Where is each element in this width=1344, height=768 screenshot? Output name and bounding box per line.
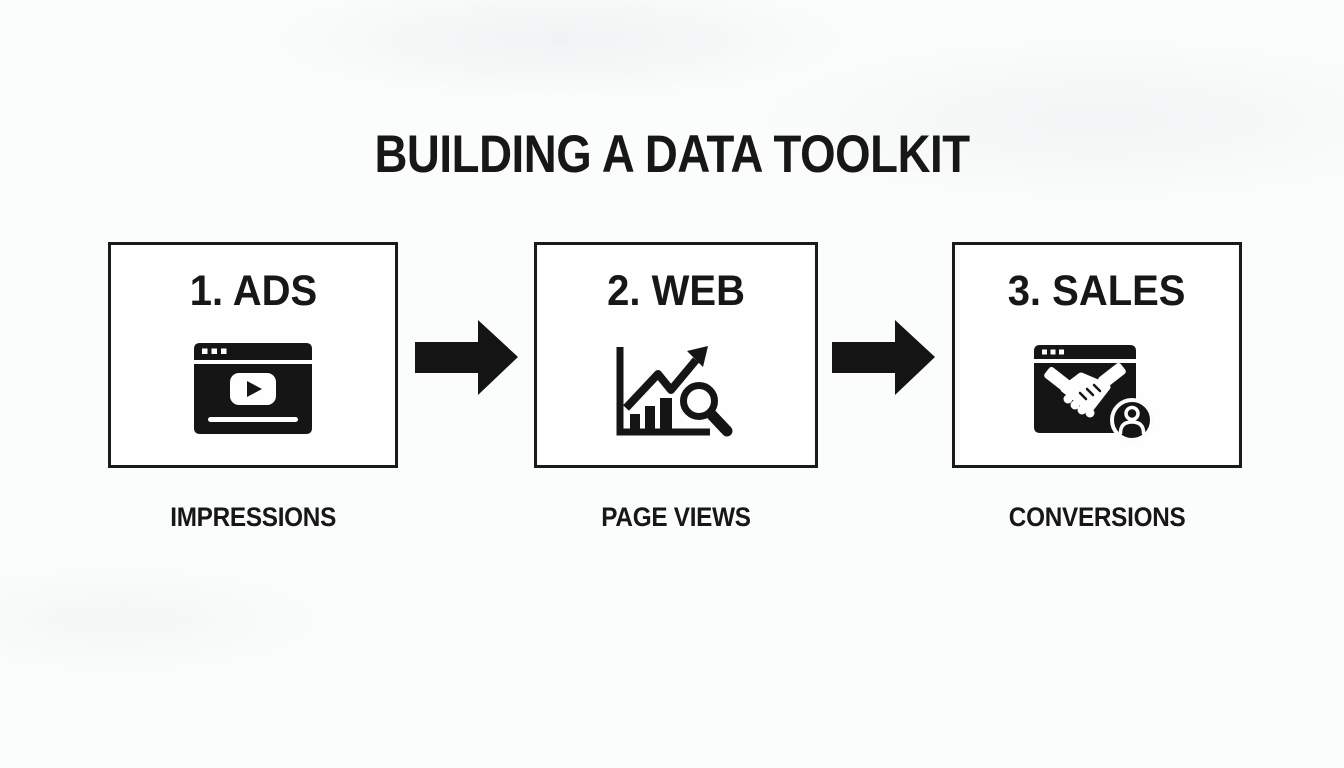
video-ad-browser-icon [194, 343, 312, 434]
handshake-browser-user-icon [1034, 345, 1154, 442]
step-title-ads: 1. ADS [189, 267, 317, 315]
step-box-ads: 1. ADS [108, 242, 398, 468]
trend-arrowhead-icon [687, 346, 708, 367]
bar-icon [630, 414, 640, 429]
bar-icon [645, 406, 655, 429]
magnifier-lens-icon [680, 382, 718, 420]
chart-axes-icon [616, 347, 710, 436]
window-dot-icon [1042, 349, 1047, 355]
page-title-text: BUILDING A DATA TOOLKIT [374, 125, 970, 184]
caption-conversions: CONVERSIONS [1008, 502, 1186, 532]
window-dot-icon [202, 348, 208, 354]
window-dot-icon [221, 348, 227, 354]
step-title-sales: 3. SALES [1008, 267, 1186, 315]
magnifier-handle-icon [705, 408, 733, 437]
bar-icon [660, 398, 672, 429]
handshake-icon [1044, 362, 1126, 418]
window-dot-icon [1059, 349, 1064, 355]
step-title-web: 2. WEB [607, 267, 745, 315]
user-badge-icon [1110, 398, 1154, 442]
arrow-right-icon [415, 320, 518, 395]
analytics-magnifier-icon [616, 346, 733, 437]
handshake-finger-lines [1078, 383, 1102, 401]
user-shoulders-icon [1118, 420, 1146, 435]
step-box-web: 2. WEB [534, 242, 818, 468]
window-dot-icon [211, 348, 217, 354]
arrow-right-icon [832, 320, 935, 395]
caption-page-views: PAGE VIEWS [601, 502, 751, 532]
window-dot-icon [1050, 349, 1056, 355]
caption-impressions: IMPRESSIONS [170, 502, 336, 532]
step-box-sales: 3. SALES [952, 242, 1242, 468]
page-title: BUILDING A DATA TOOLKIT [0, 124, 1344, 185]
trend-line-icon [623, 357, 700, 411]
user-head-icon [1124, 405, 1140, 422]
progress-bar-icon [208, 417, 298, 422]
